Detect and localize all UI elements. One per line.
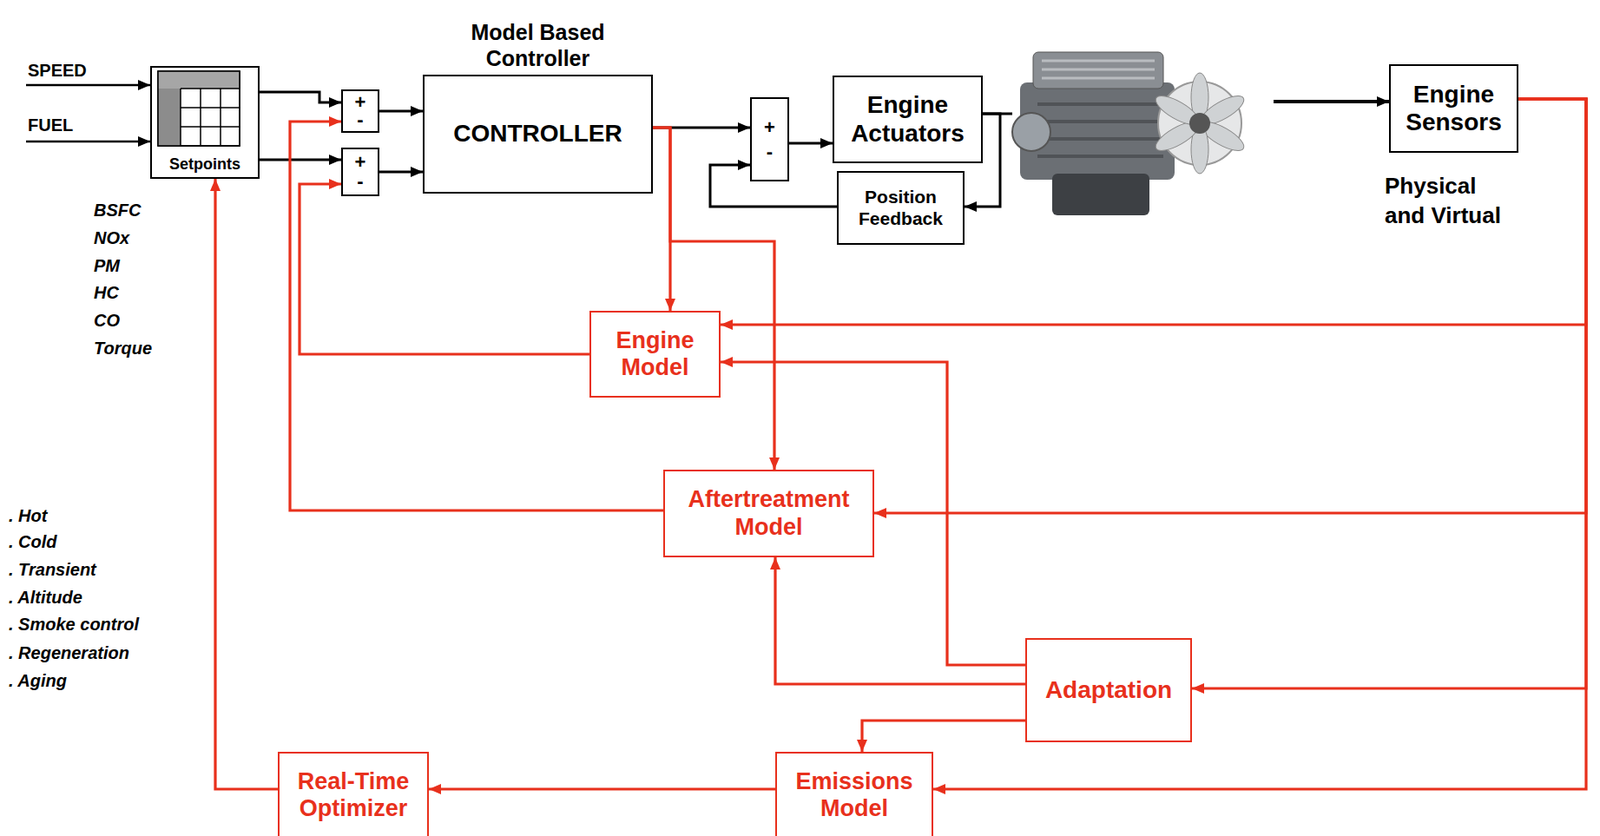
signal-arrow [428, 787, 776, 791]
setpoint-map-box: Setpoints [150, 65, 260, 179]
block-heading: Model Based Controller [455, 19, 621, 72]
adaptation-box: Adaptation [1025, 638, 1192, 743]
signal-arrow [299, 184, 590, 355]
feedback-box: Position Feedback [836, 171, 965, 245]
sign-symbol: - [753, 143, 786, 161]
box-label: Setpoints [155, 155, 255, 174]
condition-label: BSFC [93, 200, 141, 221]
box-label: Aftertreatment Model [671, 486, 866, 540]
condition-label: . Transient [8, 559, 97, 580]
box-label: Engine Actuators [841, 91, 975, 147]
oil-pan [1052, 173, 1150, 216]
condition-label: PM [93, 256, 120, 277]
signal-label: FUEL [27, 115, 73, 136]
signal-label: SPEED [27, 60, 87, 81]
condition-label: . Hot [8, 506, 47, 527]
condition-label: . Altitude [8, 587, 83, 608]
condition-label: Torque [93, 338, 152, 359]
input-arrow [26, 140, 151, 144]
lookup-table-grid [158, 71, 240, 146]
signal-arrow [933, 98, 1587, 790]
turbocharger [1012, 112, 1051, 152]
engine-ribs [1037, 104, 1164, 157]
box-label: Real-Time Optimizer [286, 768, 421, 823]
sign-symbol: + [344, 153, 376, 172]
box-label: Engine Model [598, 327, 712, 382]
model-box: Engine Model [589, 310, 721, 398]
signal-arrow [259, 158, 342, 162]
model-box: Aftertreatment Model [663, 469, 875, 558]
fan-hub [1189, 112, 1211, 134]
summing-junction: +- [341, 89, 380, 133]
box-label: Position Feedback [845, 186, 956, 229]
signal-arrow [789, 142, 833, 145]
signal-arrow [215, 178, 278, 790]
sign-symbol: - [344, 172, 376, 191]
signal-arrow [1191, 98, 1587, 689]
signal-label: Physical and Virtual [1384, 171, 1515, 231]
box-label: Engine Sensors [1397, 80, 1510, 137]
signal-arrow [652, 127, 671, 311]
valve-cover-ribs [1041, 60, 1155, 79]
lookup-table-icon [158, 71, 240, 89]
signal-arrow [775, 557, 1026, 685]
sign-symbol: + [753, 118, 786, 137]
actuator-box: Engine Actuators [832, 75, 983, 164]
controller-box: Model Based ControllerCONTROLLER [422, 74, 653, 194]
signal-arrow [259, 92, 342, 103]
model-box: Emissions Model [775, 751, 934, 836]
engine-illustration [1012, 52, 1248, 216]
sensor-box: Engine Sensors [1389, 64, 1519, 153]
sign-symbol: - [344, 111, 376, 129]
condition-label: CO [93, 310, 120, 331]
box-label: Adaptation [1033, 676, 1184, 705]
signal-arrow [862, 720, 1026, 752]
lookup-table-icon [158, 71, 240, 146]
condition-label: HC [93, 283, 119, 303]
condition-label: . Cold [8, 532, 58, 553]
signal-arrow [379, 171, 423, 174]
engine-output-arrow [1273, 99, 1390, 104]
cylinder-head [1033, 52, 1164, 89]
condition-label: . Regeneration [8, 643, 130, 664]
condition-label: . Aging [8, 671, 67, 692]
condition-label: NOx [93, 228, 130, 249]
box-label: Emissions Model [783, 768, 925, 823]
summing-junction: +- [750, 97, 790, 182]
sign-symbol: + [344, 93, 376, 112]
box-label: CONTROLLER [431, 119, 645, 148]
summing-junction: +- [341, 147, 380, 197]
optimizer-box: Real-Time Optimizer [277, 751, 429, 836]
condition-label: . Smoke control [8, 614, 139, 635]
signal-arrow [379, 110, 423, 113]
input-arrow [26, 84, 151, 87]
